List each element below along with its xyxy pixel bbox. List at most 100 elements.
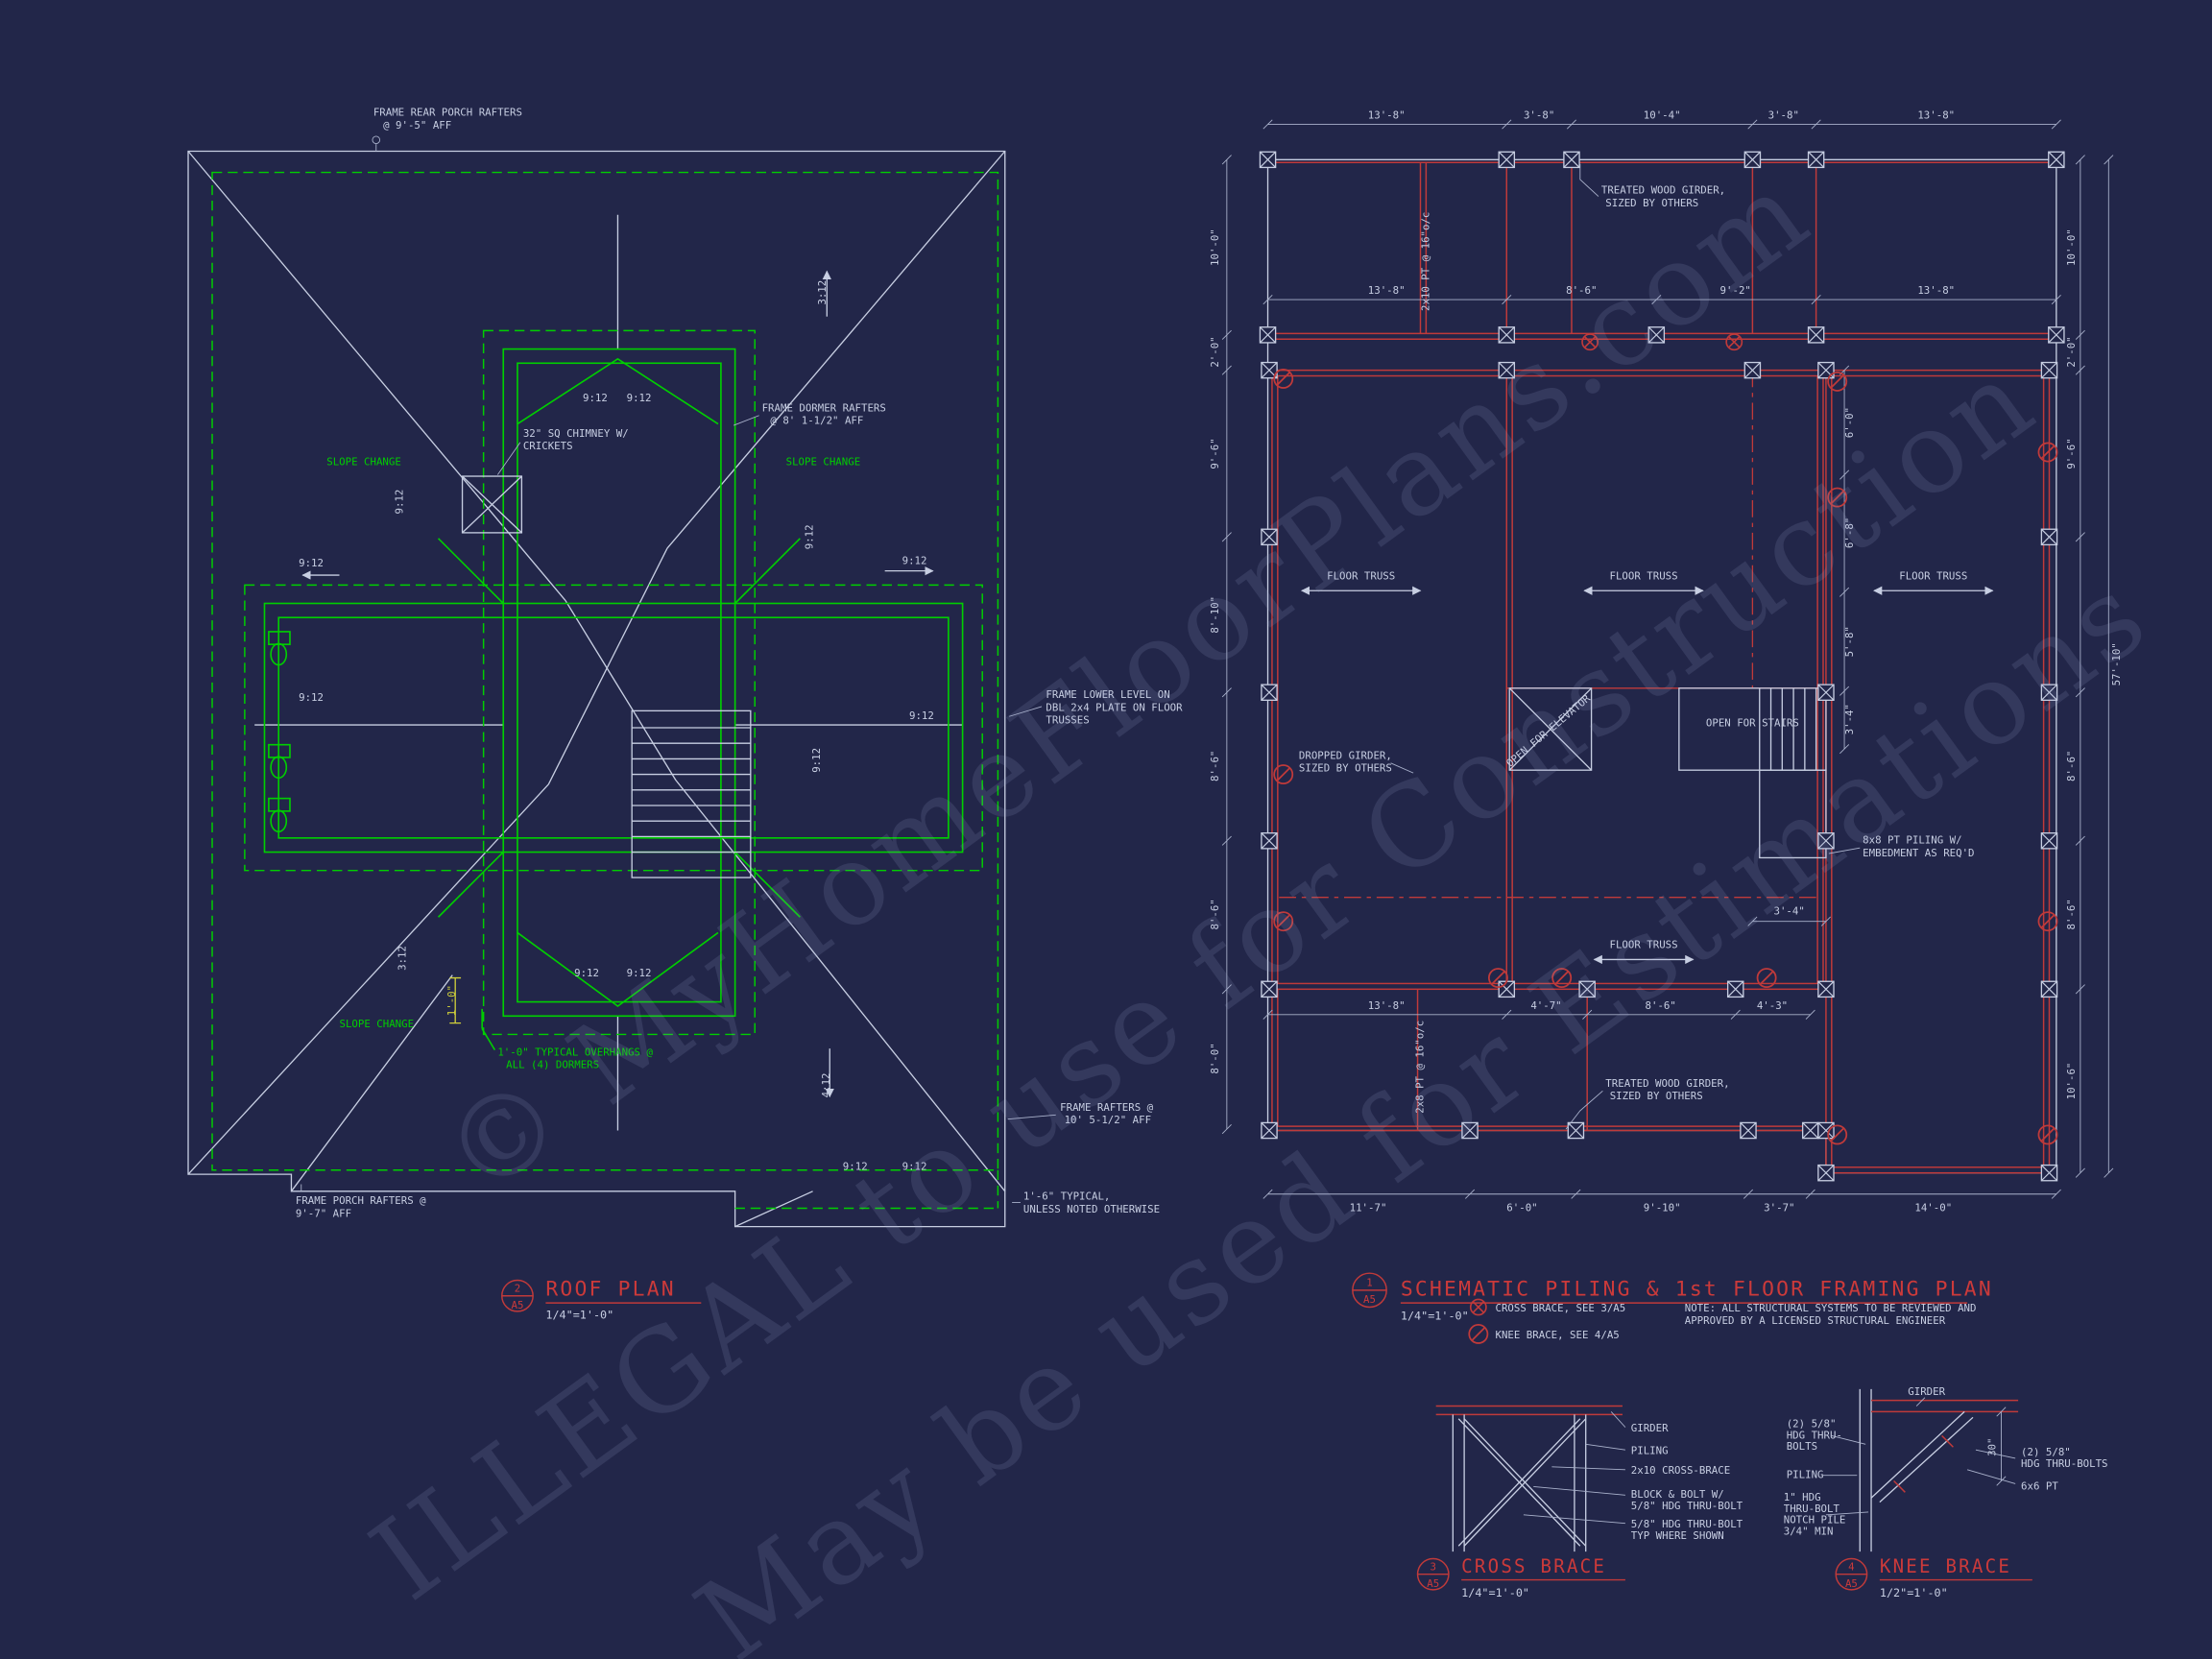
roof-note-rafters-2: 10' 5-1/2" AFF bbox=[1065, 1114, 1151, 1126]
slope-912: 9:12 bbox=[574, 967, 599, 979]
label-girder-top: TREATED WOOD GIRDER, bbox=[1601, 184, 1725, 197]
knee-brace-drawing bbox=[1822, 1388, 2019, 1552]
label-joist-top: 2x10 PT @ 16"o/c bbox=[1419, 212, 1431, 311]
cb-label-bolt-2: TYP WHERE SHOWN bbox=[1631, 1529, 1724, 1542]
slope-arrows bbox=[301, 270, 934, 1098]
roof-note-lower-3: TRUSSES bbox=[1046, 714, 1089, 727]
legend-cross-brace: CROSS BRACE, SEE 3/A5 bbox=[1496, 1302, 1626, 1314]
slope-change-label: SLOPE CHANGE bbox=[339, 1018, 414, 1030]
elevator-opening bbox=[1508, 687, 1593, 771]
stair-opening bbox=[1678, 687, 1827, 859]
kb-label-bolts-l-3: BOLTS bbox=[1787, 1440, 1817, 1453]
framing-title-name: SCHEMATIC PILING & 1st FLOOR FRAMING PLA… bbox=[1401, 1278, 1993, 1302]
kb-label-post: 6x6 PT bbox=[2021, 1479, 2058, 1492]
framing-leaders bbox=[1390, 163, 1861, 1130]
framing-plan: 13'-8" 3'-8" 10'-4" 3'-8" 13'-8" 13'-8" … bbox=[1209, 109, 2123, 1344]
dim: 13'-8" bbox=[1368, 284, 1406, 297]
slope-912: 9:12 bbox=[909, 709, 934, 722]
dim: 8'-10" bbox=[1209, 596, 1221, 634]
kb-title-sheet: A5 bbox=[1845, 1577, 1858, 1590]
roof-note-chimney-2: CRICKETS bbox=[523, 440, 573, 452]
label-girder-bot-2: SIZED BY OTHERS bbox=[1610, 1090, 1703, 1102]
dim: 4'-3" bbox=[1757, 999, 1788, 1012]
framing-note: NOTE: ALL STRUCTURAL SYSTEMS TO BE REVIE… bbox=[1685, 1302, 1977, 1314]
label-piling: 8x8 PT PILING W/ bbox=[1863, 834, 1961, 847]
kb-title-scale: 1/2"=1'-0" bbox=[1880, 1586, 1948, 1599]
roof-title-scale: 1/4"=1'-0" bbox=[545, 1308, 613, 1321]
knee-brace-detail: GIRDER (2) 5/8" HDG THRU- BOLTS PILING (… bbox=[1784, 1385, 2108, 1599]
dim: 13'-8" bbox=[1917, 284, 1955, 297]
dim: 3'-7" bbox=[1764, 1201, 1794, 1214]
cb-title-num: 3 bbox=[1431, 1560, 1436, 1573]
slope-912: 9:12 bbox=[299, 691, 324, 704]
slope-912: 9:12 bbox=[902, 554, 927, 566]
label-joist-bottom: 2x8 PT @ 16"o/c bbox=[1413, 1021, 1426, 1114]
kb-title-num: 4 bbox=[1848, 1560, 1854, 1573]
roof-title-sheet: A5 bbox=[511, 1299, 523, 1311]
cb-label-block-2: 5/8" HDG THRU-BOLT bbox=[1631, 1500, 1743, 1512]
label-floor-truss: FLOOR TRUSS bbox=[1610, 939, 1678, 951]
kb-label-notch-2: THRU-BOLT bbox=[1784, 1503, 1840, 1515]
dim: 4'-7" bbox=[1530, 999, 1561, 1012]
slope-change-label: SLOPE CHANGE bbox=[326, 455, 401, 468]
dim: 10'-0" bbox=[2065, 228, 2078, 266]
dormer-overhang-dim-lines bbox=[449, 976, 496, 1051]
slope-change-label: SLOPE CHANGE bbox=[786, 455, 861, 468]
floor-truss-arrows bbox=[1300, 586, 1994, 965]
kb-label-piling: PILING bbox=[1787, 1469, 1824, 1481]
framing-title: 1 A5 SCHEMATIC PILING & 1st FLOOR FRAMIN… bbox=[1352, 1272, 1993, 1323]
cross-brace-detail: GIRDER PILING 2x10 CROSS-BRACE BLOCK & B… bbox=[1416, 1405, 1743, 1599]
dim: 10'-0" bbox=[1209, 228, 1221, 266]
dim: 3'-8" bbox=[1768, 109, 1799, 122]
roof-note-dormer-oh: 1'-0" TYPICAL OVERHANGS @ bbox=[497, 1046, 653, 1059]
cb-title-sheet: A5 bbox=[1427, 1577, 1439, 1590]
dim: 3'-8" bbox=[1524, 109, 1554, 122]
dim: 9'-6" bbox=[2065, 438, 2078, 469]
cb-label-girder: GIRDER bbox=[1631, 1422, 1669, 1434]
dim: 8'-0" bbox=[1209, 1043, 1221, 1073]
dim: 13'-8" bbox=[1368, 109, 1406, 122]
slope-912: 9:12 bbox=[394, 490, 406, 515]
dim-total: 57'-10" bbox=[2110, 642, 2123, 685]
kb-dim-angle: 30" bbox=[1986, 1438, 1999, 1456]
cb-title-name: CROSS BRACE bbox=[1461, 1555, 1606, 1577]
slope-912: 9:12 bbox=[299, 557, 324, 569]
chimney bbox=[461, 475, 523, 534]
slope-312: 3:12 bbox=[397, 946, 409, 971]
dim: 6'-0" bbox=[1506, 1201, 1537, 1214]
roof-note-dormer: FRAME DORMER RAFTERS bbox=[762, 401, 886, 414]
roof-note-porch-2: 9'-7" AFF bbox=[296, 1207, 351, 1219]
bath-fixtures bbox=[268, 631, 291, 833]
roof-structure-green bbox=[263, 348, 964, 1018]
dim: 5'-8" bbox=[1843, 626, 1856, 657]
slope-912: 9:12 bbox=[902, 1161, 927, 1173]
stairs bbox=[631, 709, 752, 878]
kb-label-notch-3: NOTCH PILE bbox=[1784, 1514, 1846, 1527]
label-floor-truss: FLOOR TRUSS bbox=[1899, 569, 1967, 582]
cross-brace-drawing bbox=[1435, 1405, 1626, 1552]
dim: 8'-6" bbox=[2065, 899, 2078, 929]
slope-912: 9:12 bbox=[810, 748, 823, 773]
roof-title: 2 A5 ROOF PLAN 1/4"=1'-0" bbox=[501, 1278, 702, 1321]
slope-912: 9:12 bbox=[843, 1161, 868, 1173]
dim: 9'-6" bbox=[1209, 438, 1221, 469]
roof-outline bbox=[187, 150, 1006, 1228]
dim: 10'-6" bbox=[2065, 1063, 2078, 1100]
label-dropped: DROPPED GIRDER, bbox=[1299, 749, 1392, 761]
roof-note-rear-porch-2: @ 9'-5" AFF bbox=[383, 119, 451, 132]
label-piling-2: EMBEDMENT AS REQ'D bbox=[1863, 847, 1974, 859]
roof-note-lower-2: DBL 2x4 PLATE ON FLOOR bbox=[1046, 701, 1183, 713]
kb-label-bolts-r: (2) 5/8" bbox=[2021, 1446, 2071, 1458]
roof-note-lower: FRAME LOWER LEVEL ON bbox=[1046, 688, 1169, 701]
dimension-lines bbox=[1226, 124, 2109, 1195]
dim: 13'-8" bbox=[1368, 999, 1406, 1012]
cb-title-scale: 1/4"=1'-0" bbox=[1461, 1586, 1529, 1599]
cb-label-block: BLOCK & BOLT W/ bbox=[1631, 1488, 1724, 1501]
kb-label-bolts-l: (2) 5/8" bbox=[1787, 1418, 1837, 1431]
dim: 13'-8" bbox=[1917, 109, 1955, 122]
cross-brace-title: 3 A5 CROSS BRACE 1/4"=1'-0" bbox=[1416, 1555, 1625, 1599]
roof-title-name: ROOF PLAN bbox=[545, 1278, 675, 1302]
framing-title-scale: 1/4"=1'-0" bbox=[1401, 1310, 1469, 1323]
